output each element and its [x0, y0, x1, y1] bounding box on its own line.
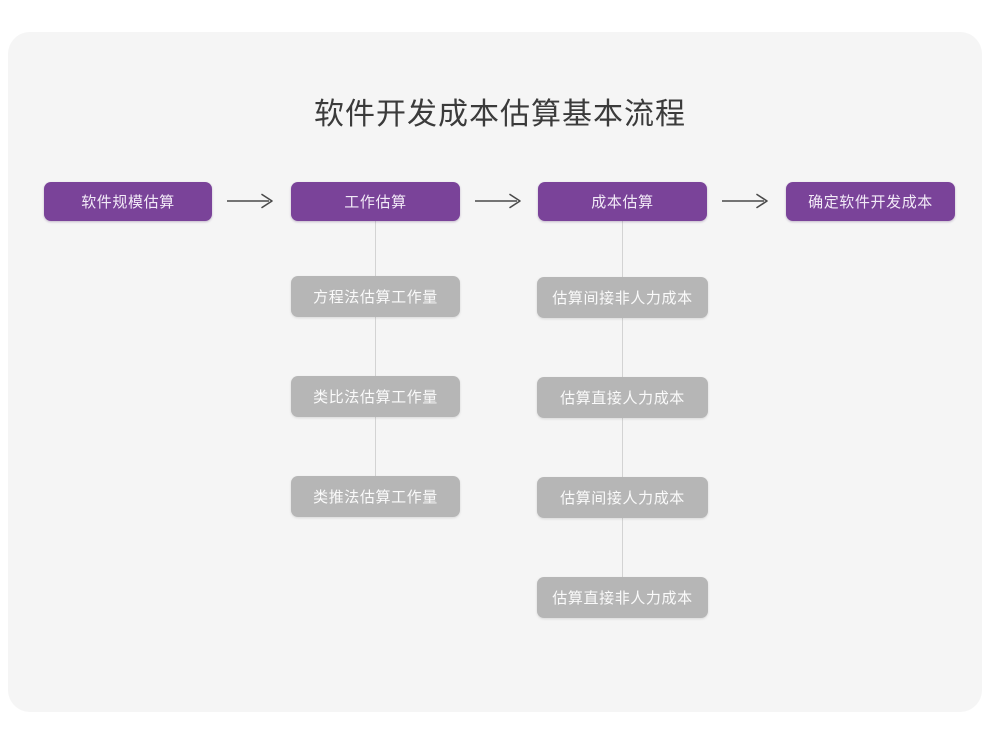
diagram-canvas: [8, 32, 982, 712]
flow-node-cost-estimation[interactable]: 成本估算: [538, 182, 707, 221]
flow-arrow-2: [470, 186, 530, 216]
flow-node-software-scale-estimation[interactable]: 软件规模估算: [44, 182, 212, 221]
flow-arrow-3: [717, 186, 777, 216]
branch1-node-analogy-method[interactable]: 类比法估算工作量: [291, 376, 460, 417]
flow-arrow-1: [222, 186, 282, 216]
branch1-node-equation-method[interactable]: 方程法估算工作量: [291, 276, 460, 317]
flow-node-determine-development-cost[interactable]: 确定软件开发成本: [786, 182, 955, 221]
connector-rail-branch-1: [374, 221, 376, 497]
branch2-node-direct-nonlabor-cost[interactable]: 估算直接非人力成本: [537, 577, 708, 618]
branch2-node-direct-labor-cost[interactable]: 估算直接人力成本: [537, 377, 708, 418]
branch2-node-indirect-nonlabor-cost[interactable]: 估算间接非人力成本: [537, 277, 708, 318]
flow-node-work-estimation[interactable]: 工作估算: [291, 182, 460, 221]
branch1-node-extrapolation-method[interactable]: 类推法估算工作量: [291, 476, 460, 517]
page-title: 软件开发成本估算基本流程: [314, 98, 686, 131]
branch2-node-indirect-labor-cost[interactable]: 估算间接人力成本: [537, 477, 708, 518]
